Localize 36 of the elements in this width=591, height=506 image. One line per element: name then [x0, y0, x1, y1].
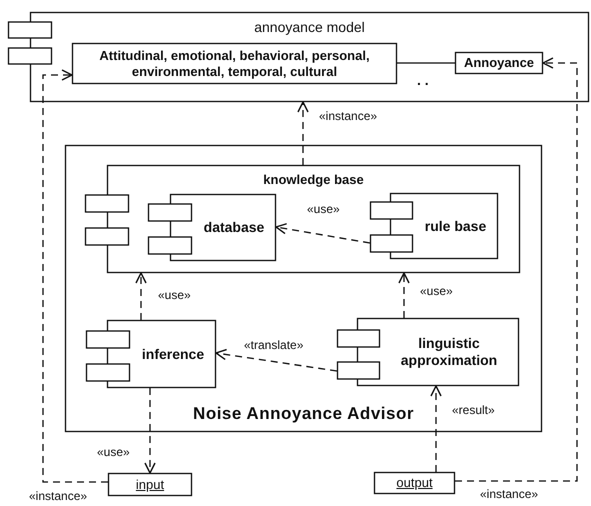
object-name: output: [395, 474, 434, 492]
edge-label: «result»: [451, 404, 496, 418]
connector-line: [397, 62, 455, 64]
dependency-arrow: [398, 272, 410, 318]
dependency-arrow: [144, 388, 156, 474]
system-title: Noise Annoyance Advisor: [192, 402, 415, 425]
object-box: [374, 472, 455, 494]
component-box: [337, 318, 519, 386]
component-name: rule base: [424, 216, 488, 236]
component-name: linguistic approximation: [400, 334, 498, 370]
dependency-arrow: [455, 57, 578, 482]
class-box: [72, 43, 397, 84]
class-box: [455, 52, 543, 74]
edge-label: «instance»: [28, 490, 88, 504]
edge-label: «instance»: [318, 110, 378, 124]
dependency-arrow: [135, 272, 147, 320]
edge-label: «instance»: [479, 488, 540, 502]
component-title: annoyance model: [253, 18, 366, 37]
component-box: [85, 165, 520, 273]
component-box: [370, 193, 498, 259]
dependency-arrow: [42, 69, 108, 483]
system-boundary: [65, 145, 542, 432]
edge-label: «translate»: [243, 339, 304, 352]
component-box: [8, 12, 589, 102]
component-title: knowledge base: [262, 171, 365, 190]
dependency-arrow: [430, 385, 442, 472]
component-box: [148, 194, 276, 261]
dependency-arrow: [297, 101, 309, 165]
class-name: Attitudinal, emotional, behavioral, personal, environmental, temporal, cultural: [98, 46, 371, 81]
ellipsis: . .: [417, 72, 429, 88]
component-box: [86, 320, 216, 388]
class-name: Annoyance: [462, 54, 536, 72]
component-name: database: [202, 218, 266, 238]
object-box: [108, 473, 192, 496]
component-name: inference: [140, 344, 206, 364]
object-name: input: [134, 476, 166, 494]
